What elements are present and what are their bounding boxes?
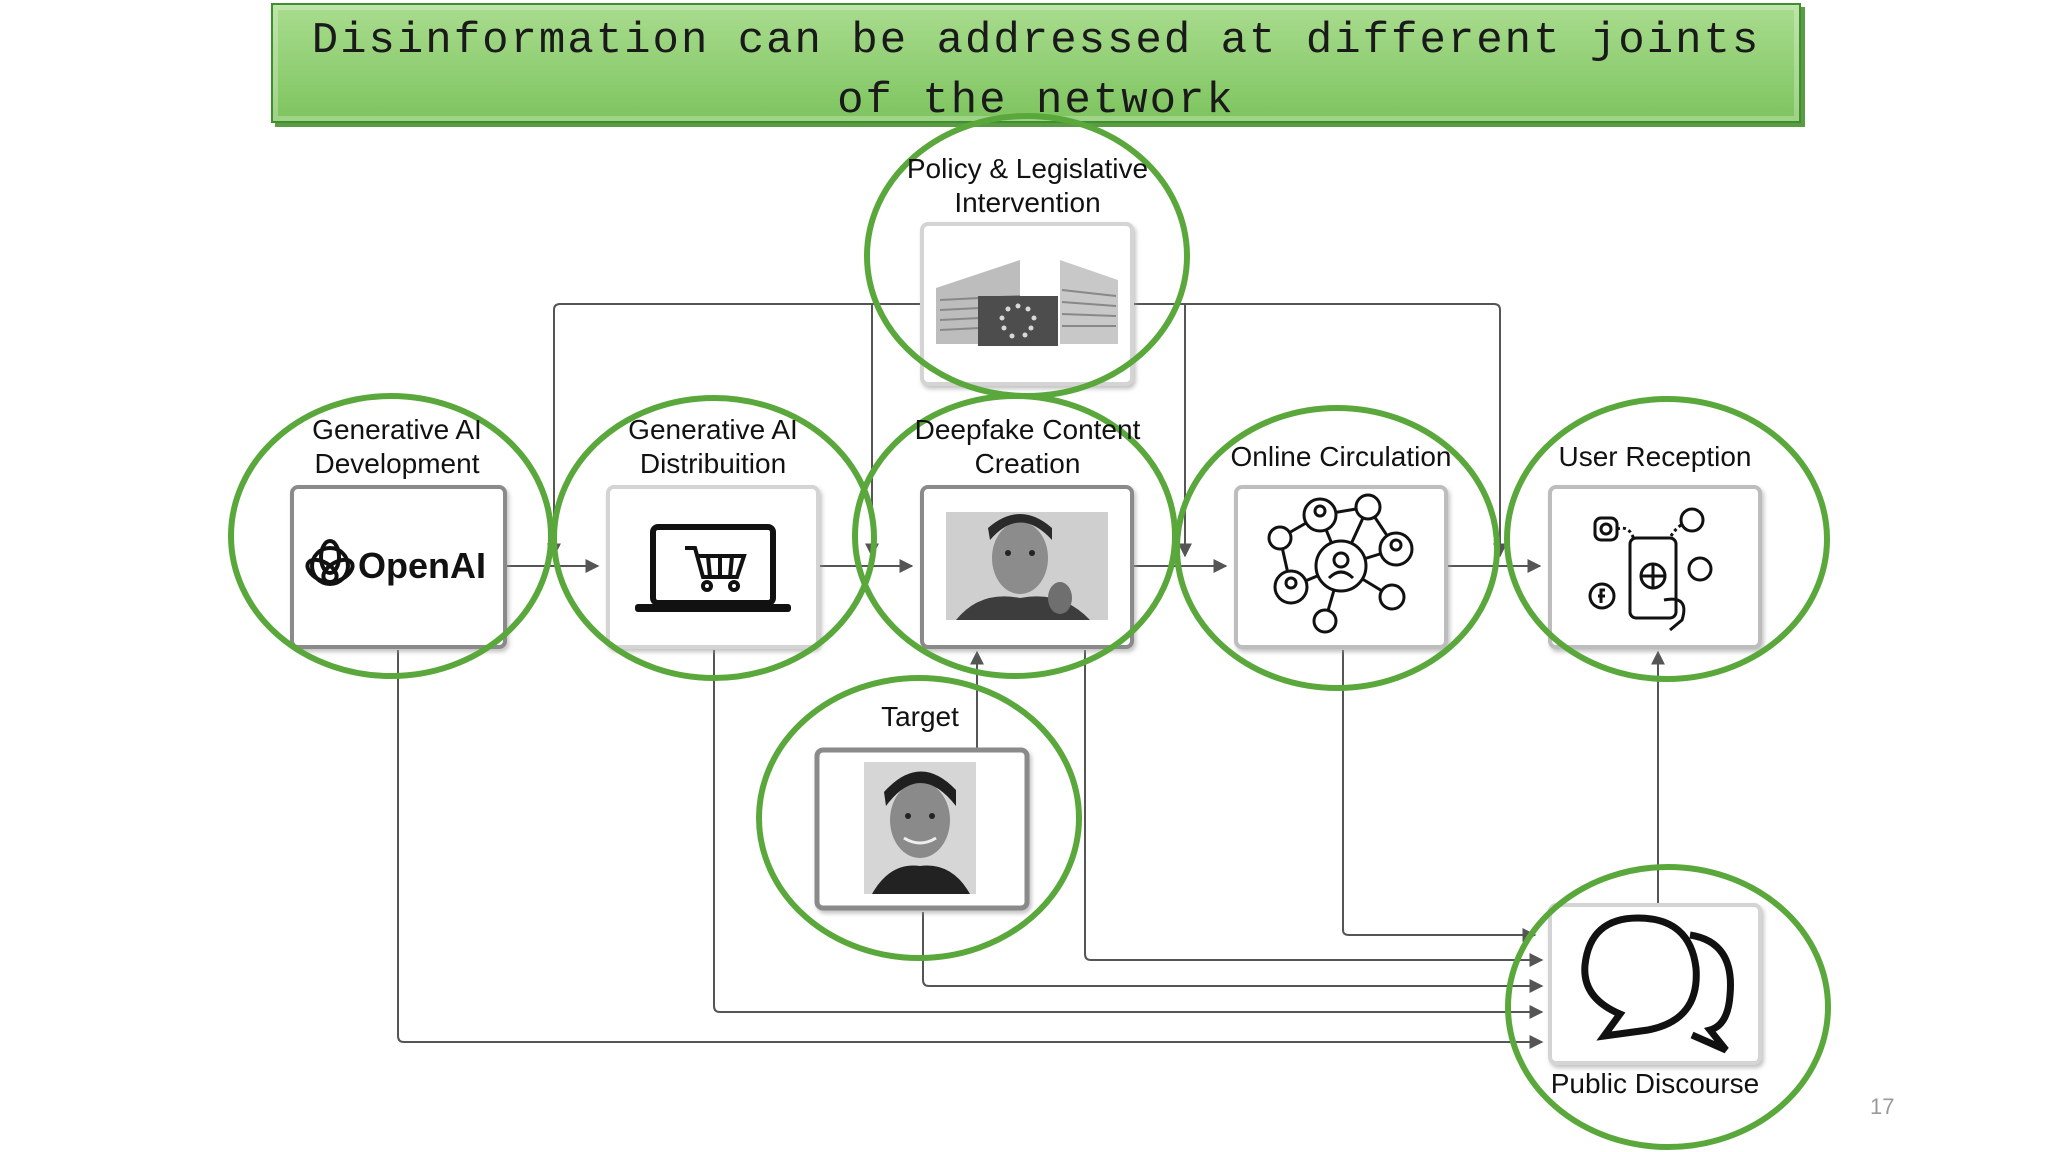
- box-distribution: [606, 485, 820, 649]
- policy-label: Policy & Legislative Intervention: [885, 152, 1170, 220]
- highlight-target: [756, 675, 1082, 961]
- deepfake-to-discourse: [1084, 650, 1544, 967]
- highlight-circulation: [1174, 405, 1500, 691]
- policy-label-line2: Intervention: [954, 187, 1101, 218]
- development-label-line2: Development: [314, 448, 480, 479]
- target-to-discourse: [922, 912, 1544, 993]
- speech-bubbles-icon: [1581, 914, 1734, 1054]
- deepfake-label-line2: Creation: [974, 448, 1081, 479]
- openai-logo: [305, 539, 355, 586]
- page-number: 17: [1870, 1094, 1895, 1119]
- eu-commission-building-icon: [936, 260, 1118, 346]
- policy-to-reception: [1132, 303, 1507, 558]
- highlight-discourse: [1505, 864, 1831, 1150]
- portrait-photo: [864, 762, 976, 894]
- deepfake-video-frame: [946, 512, 1108, 620]
- deepfake-label-line1: Deepfake Content: [914, 414, 1141, 445]
- node-boxes: [290, 222, 1762, 1065]
- reception-label: User Reception: [1558, 441, 1752, 472]
- openai-logo-text: OpenAI: [358, 545, 487, 586]
- deepfake-label: Deepfake Content Creation: [885, 413, 1170, 481]
- highlight-distribution: [551, 395, 877, 681]
- target-label: Target: [881, 701, 959, 732]
- box-development: [290, 485, 507, 649]
- laptop-shopping-cart-icon: [635, 524, 791, 612]
- highlight-development: [228, 393, 554, 679]
- connectors: [397, 303, 1665, 1049]
- distribution-label: Generative AI Distribuition: [578, 413, 848, 481]
- distribution-label-line2: Distribuition: [639, 448, 787, 479]
- distribution-to-discourse: [713, 650, 1544, 1019]
- highlight-reception: [1504, 396, 1830, 682]
- development-label: Generative AI Development: [262, 413, 532, 481]
- circulation-label: Online Circulation: [1230, 441, 1452, 472]
- slide-title: Disinformation can be addressed at diffe…: [311, 16, 1761, 126]
- highlight-circles: [228, 113, 1831, 1150]
- policy-label-line1: Policy & Legislative: [906, 153, 1149, 184]
- distribution-label-line1: Generative AI: [628, 414, 798, 445]
- policy-to-distribution: [547, 303, 921, 558]
- network-people-icon: [1267, 493, 1414, 634]
- social-media-phone-icon: [1588, 507, 1713, 632]
- box-reception: [1548, 485, 1762, 649]
- development-to-discourse: [397, 650, 1544, 1049]
- discourse-label: Public Discourse: [1550, 1068, 1760, 1099]
- circulation-to-discourse: [1342, 650, 1537, 942]
- title-banner: Disinformation can be addressed at diffe…: [271, 3, 1801, 126]
- development-label-line1: Generative AI: [312, 414, 482, 445]
